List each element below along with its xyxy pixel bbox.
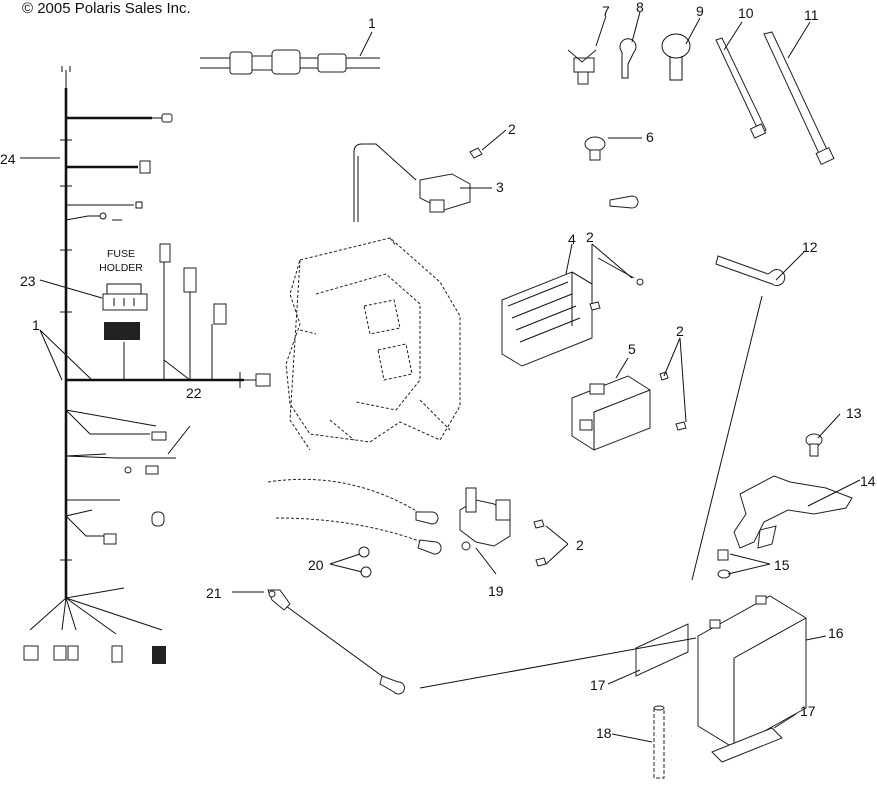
- part-1-top-harness-connector: [200, 49, 380, 75]
- callout-22: 22: [186, 385, 202, 401]
- front-bracket: [285, 237, 461, 451]
- callout-1-top: 1: [368, 15, 376, 31]
- part-10-cable-tie: [715, 37, 767, 139]
- part-21-ring-terminal: [267, 589, 291, 611]
- callout-numbers: 1 1 2 2 2 2 3 4 5 6 7 8 9 10 11 12 13 14…: [0, 0, 876, 741]
- callout-23: 23: [20, 273, 36, 289]
- part-20-nuts: [358, 546, 372, 578]
- callout-9: 9: [696, 3, 704, 19]
- part-13-bolt: [805, 433, 823, 457]
- callout-21: 21: [206, 585, 222, 601]
- battery-cables: [267, 478, 697, 695]
- cable-12-to-battery: [691, 295, 763, 581]
- callout-2-d: 2: [576, 537, 584, 553]
- callout-14: 14: [860, 473, 876, 489]
- part-2-screw-c: [659, 371, 687, 431]
- part-17-battery-pad-b: [711, 727, 783, 763]
- part-14-battery-hold-down: [733, 475, 853, 549]
- callout-10: 10: [738, 5, 754, 21]
- ring-terminal-small: [609, 195, 639, 209]
- callout-18: 18: [596, 725, 612, 741]
- callout-7: 7: [602, 3, 610, 19]
- part-16-battery: [697, 595, 807, 749]
- callout-2-c: 2: [676, 323, 684, 339]
- callout-2-b: 2: [586, 229, 594, 245]
- part-5-relay: [571, 375, 651, 451]
- part-7-clip: [567, 49, 597, 85]
- fuse-holder-label: FUSE HOLDER: [99, 248, 143, 274]
- part-3-sensor-with-lead: [353, 143, 471, 222]
- callout-6: 6: [646, 129, 654, 145]
- callout-17-b: 17: [800, 703, 816, 719]
- callout-19: 19: [488, 583, 504, 599]
- callout-15: 15: [774, 557, 790, 573]
- callout-24: 24: [0, 151, 16, 167]
- part-11-cable-tie: [763, 31, 835, 166]
- callout-12: 12: [802, 239, 818, 255]
- part-8-clip: [619, 38, 637, 79]
- callout-20: 20: [308, 557, 324, 573]
- part-2-screw-d: [533, 519, 547, 567]
- callout-8: 8: [636, 0, 644, 15]
- callout-2-a: 2: [508, 121, 516, 137]
- copyright-text: © 2005 Polaris Sales Inc.: [22, 0, 191, 17]
- part-6-pushpin: [584, 136, 606, 161]
- callout-13: 13: [846, 405, 862, 421]
- callout-3: 3: [496, 179, 504, 195]
- fuse-label-line1: FUSE: [107, 248, 135, 260]
- part-9-clamp: [661, 33, 691, 81]
- part-12-cable-end: [715, 255, 786, 287]
- callout-17-a: 17: [590, 677, 606, 693]
- callout-16: 16: [828, 625, 844, 641]
- wiring-harness: [23, 66, 271, 664]
- part-2-screw-a: [469, 147, 483, 159]
- part-18-vent-tube: [653, 705, 665, 779]
- part-4-voltage-regulator: [501, 271, 593, 367]
- leader-lines: [20, 11, 861, 743]
- part-17-battery-pad-a: [635, 623, 689, 677]
- fuse-label-line2: HOLDER: [99, 262, 143, 274]
- part-2-screw-b: [589, 257, 644, 311]
- part-19-solenoid: [459, 487, 511, 551]
- callout-1-left: 1: [32, 317, 40, 333]
- callout-11: 11: [804, 7, 819, 23]
- callout-5: 5: [628, 341, 636, 357]
- callout-4: 4: [568, 231, 576, 247]
